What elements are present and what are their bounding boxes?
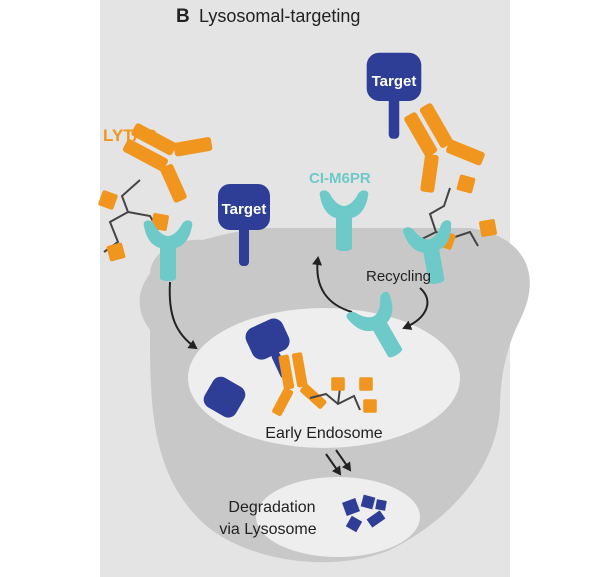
- early-endosome-label: Early Endosome: [265, 425, 382, 442]
- internalization-arrow-left: [168, 281, 198, 350]
- degraded-fragments: [342, 494, 387, 533]
- internalization-arrow-right: [402, 287, 429, 330]
- panel-letter: B: [176, 6, 190, 27]
- receptor-label: CI-M6PR: [309, 170, 371, 187]
- lysosome: [256, 477, 420, 557]
- recycling-label: Recycling: [366, 268, 431, 285]
- panel-title: Lysosomal-targeting: [199, 6, 360, 26]
- target-fragment: [203, 376, 246, 418]
- target-right-label: Target: [372, 73, 417, 90]
- m6p-box: [478, 218, 498, 238]
- degradation-arrow: [325, 453, 342, 476]
- degradation-label-line2: via Lysosome: [219, 521, 316, 538]
- recycling-arrow: [312, 256, 353, 313]
- lytac-label: LYTAC: [103, 126, 157, 145]
- target-left-label: Target: [222, 201, 267, 218]
- m6p-box: [359, 377, 373, 391]
- degradation-arrow: [335, 449, 352, 472]
- m6p-box: [363, 399, 377, 413]
- m6p-box: [331, 377, 345, 391]
- degradation-label-line1: Degradation: [228, 499, 315, 516]
